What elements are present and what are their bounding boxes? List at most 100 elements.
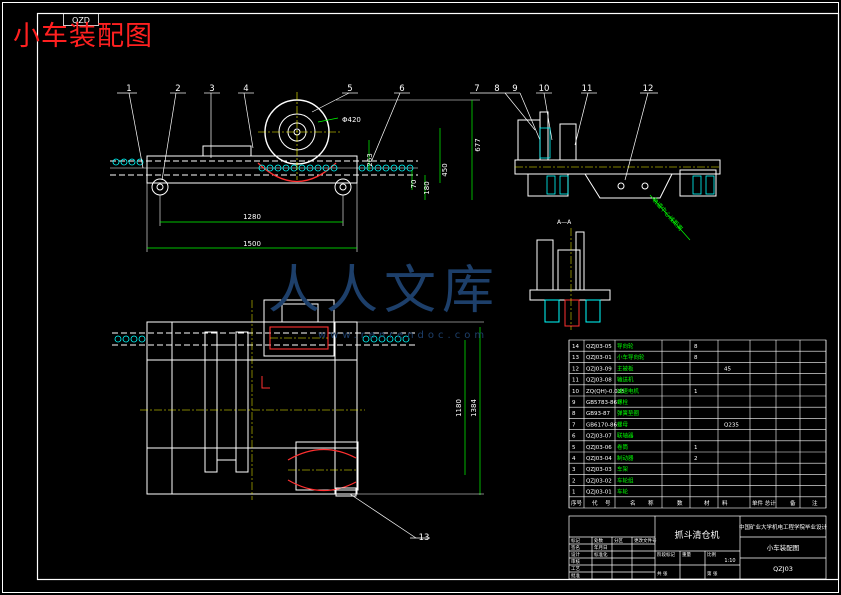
- bom-row-code: QZJ03-07: [586, 434, 612, 440]
- bom-header-cell: 数: [677, 499, 683, 507]
- dim-450: 450: [441, 163, 449, 176]
- top-beam-left: [204, 331, 218, 473]
- tb-label: 标记: [571, 537, 580, 544]
- tb-label: 比例: [707, 551, 716, 558]
- bom-row-qty: 1: [694, 445, 698, 451]
- bom-header-cell: 代: [592, 499, 598, 507]
- bom-row-code: QZJ03-01: [586, 355, 612, 361]
- tb-label: 处数: [594, 537, 603, 544]
- bom-row-code: QZJ03-04: [586, 456, 612, 462]
- dim-70: 70: [410, 180, 418, 189]
- bom-row-name: 主被板: [617, 364, 634, 372]
- tb-label: 分区: [614, 537, 623, 544]
- dim-1280: 1280: [243, 213, 261, 221]
- top-drum-box: [263, 299, 335, 357]
- bom-row-code: QZJ03-08: [586, 378, 612, 384]
- tb-label: 第 张: [707, 570, 718, 577]
- tb-label: 审核: [571, 558, 580, 565]
- bom-header-cell: 称: [648, 499, 654, 507]
- bom-row-name: 螺栓: [617, 398, 629, 406]
- bom-row-qty: 8: [694, 344, 698, 350]
- bom-row-material: 45: [724, 366, 731, 372]
- bom-row-no: 5: [572, 445, 576, 451]
- bom-row-name: 车架: [617, 465, 629, 473]
- bom-row-no: 3: [572, 467, 576, 473]
- balloon-12: 12: [643, 84, 654, 94]
- tb-label: 重量: [682, 551, 691, 558]
- dim-180: 180: [423, 181, 431, 194]
- tb-school: 中国矿业大学机电工程学院毕业设计: [739, 523, 828, 531]
- top-view: [112, 299, 430, 539]
- front-view: [110, 92, 480, 252]
- bom-row-no: 7: [572, 422, 576, 428]
- balloon-6: 6: [399, 84, 404, 94]
- tb-label: 标准化: [594, 551, 608, 558]
- side-motor-block: [517, 119, 541, 161]
- bom-row-qty: 8: [694, 355, 698, 361]
- bom-row-code: GB93-87: [586, 411, 611, 417]
- bom-row-code: ZQ(QH)-0.035: [586, 389, 625, 395]
- top-red-arc-1: [287, 448, 357, 461]
- bom-row-no: 1: [572, 490, 576, 496]
- tb-label: 阶段标记: [657, 551, 675, 558]
- bom-row-name: 弹簧垫圈: [617, 409, 640, 417]
- bom-row-name: 车轮: [617, 488, 629, 496]
- balloon-11: 11: [582, 84, 593, 94]
- bom-header-cell: 料: [722, 499, 728, 507]
- balloon-10: 10: [539, 84, 550, 94]
- watermark-brand: 人人文库: [268, 261, 501, 321]
- tb-product: 抓斗清仓机: [674, 529, 719, 541]
- drawing-title: 小车装配图: [13, 21, 153, 52]
- bom-row-code: QZJ03-03: [586, 467, 612, 473]
- bom-row-name: 螺母: [617, 420, 629, 428]
- bom-row-qty: 2: [694, 456, 698, 462]
- inner-frame: [36, 12, 840, 581]
- bom-row-name: 制动器: [617, 454, 634, 462]
- bom-header-cell: 号: [605, 500, 611, 507]
- bom-row-code: QZJ03-09: [586, 366, 612, 372]
- balloon-7: 7: [474, 84, 479, 94]
- bom-row-code: QZJ03-02: [586, 478, 612, 484]
- balloon-1: 1: [126, 84, 131, 94]
- front-wheel-left: [151, 178, 169, 196]
- bom-row-no: 2: [572, 478, 576, 484]
- front-frame-body: [146, 155, 358, 184]
- tb-scale: 1:10: [724, 558, 735, 564]
- bom-row-no: 4: [572, 456, 576, 462]
- top-beam-right: [235, 331, 249, 473]
- bom-row-no: 9: [572, 400, 576, 406]
- tb-label: 设计: [571, 551, 580, 558]
- front-dims: [147, 100, 473, 249]
- bom-row-name: 联轴器: [617, 432, 634, 440]
- corner-code-text: QZD: [72, 16, 90, 25]
- dim-1384: 1384: [470, 399, 478, 417]
- bom-row-name: 小车导向轮: [617, 353, 645, 361]
- bom-row-name: 导向轮: [617, 342, 634, 350]
- tb-label: 批准: [571, 572, 580, 579]
- balloon-2: 2: [175, 84, 180, 94]
- title-block: [568, 515, 827, 580]
- dim-263: 263: [366, 153, 374, 166]
- front-leaders: [117, 92, 410, 181]
- bom-header-cell: 注: [812, 499, 818, 507]
- side-note-label: 轨道中心线距离: [651, 196, 685, 233]
- front-wheel-right: [334, 178, 352, 196]
- tb-labels: 标记处数分区更改文件号签名年月日设计标准化审核工艺批准阶段标记重量比例共 张第 …: [571, 537, 718, 579]
- top-red-arc-2: [287, 479, 357, 492]
- bom-row-name: 卷筒: [617, 443, 629, 451]
- bom-row-code: QZJ03-01: [586, 490, 612, 496]
- front-top-plate: [202, 145, 252, 157]
- tb-label: 年月日: [594, 544, 608, 551]
- bom-row-code: QZJ03-06: [586, 445, 612, 451]
- tb-label: 更改文件号: [634, 537, 657, 544]
- bom-row-material: Q235: [724, 422, 739, 428]
- dim-1500: 1500: [243, 240, 261, 248]
- section-aa: [529, 228, 611, 330]
- bom-row-no: 12: [572, 366, 579, 372]
- bom-row-code: QZJ03-05: [586, 344, 612, 350]
- tb-label: 签名: [571, 544, 580, 551]
- bom-row-name: 输送机: [617, 376, 634, 384]
- balloon-9: 9: [512, 84, 517, 94]
- top-dims: [357, 321, 484, 495]
